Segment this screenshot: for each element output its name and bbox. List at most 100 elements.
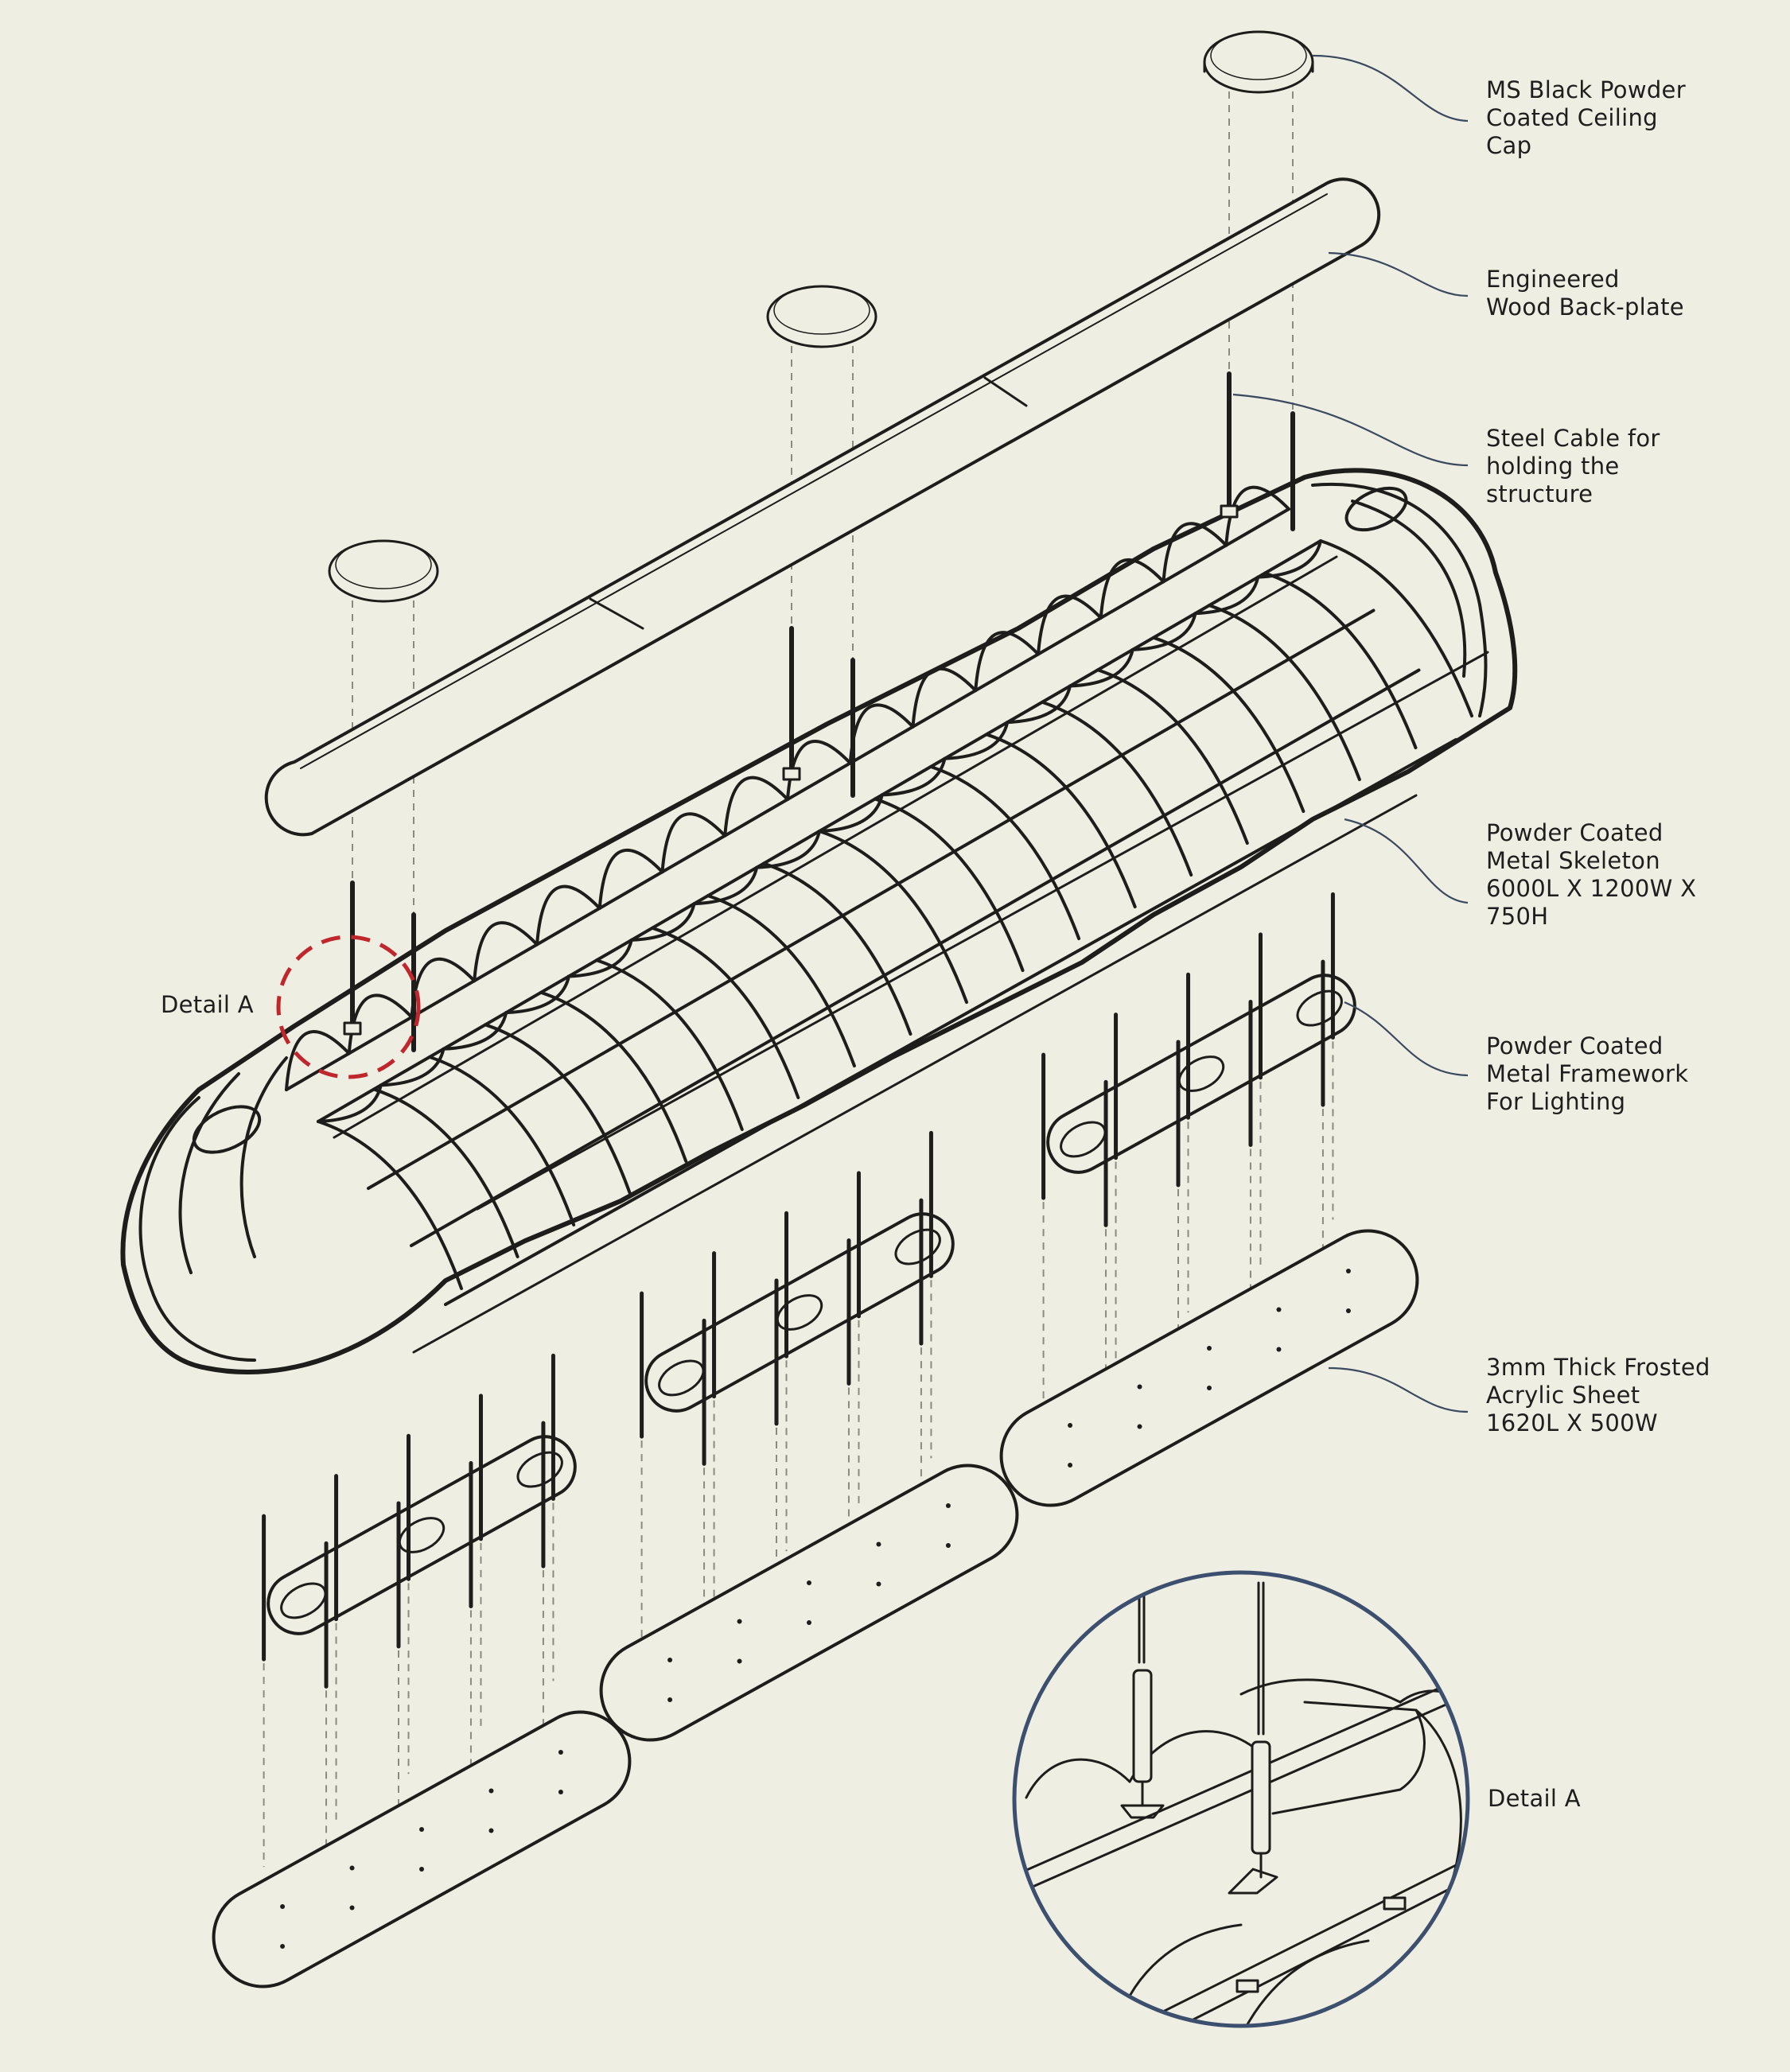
lamp-hole <box>894 1228 941 1265</box>
light-module-left <box>212 1353 632 1988</box>
skeleton-arch <box>974 631 1040 693</box>
sheet-screw-hole <box>1137 1424 1142 1429</box>
wood-back-plate <box>264 177 1381 837</box>
sheet-screw-hole <box>1137 1384 1142 1390</box>
skeleton-arch-lower <box>818 793 884 833</box>
sheet-screw-hole <box>1068 1422 1073 1428</box>
skeleton-rib <box>428 1055 576 1226</box>
skeleton-arch-lower <box>1130 612 1197 651</box>
skeleton-rib <box>1263 571 1418 749</box>
skeleton-arch-lower <box>1256 539 1322 579</box>
sheet-screw-hole <box>807 1580 811 1585</box>
sheet-screw-hole <box>1276 1347 1282 1352</box>
skeleton-rib <box>595 958 744 1131</box>
ceiling-cap-right <box>1203 30 1314 94</box>
skeleton-arch-lower <box>880 756 947 797</box>
metal-skeleton <box>120 468 1518 1375</box>
lamp-hole <box>1177 1055 1225 1092</box>
sheet-screw-hole <box>1345 1308 1351 1314</box>
skeleton-rib <box>985 733 1137 908</box>
light-module-middle <box>599 1130 1019 1742</box>
skeleton-arch-lower <box>755 830 821 869</box>
skeleton-rib <box>539 990 688 1163</box>
label-acrylic-sheet: 3mm Thick Frosted Acrylic Sheet 1620L X … <box>1486 1354 1710 1436</box>
skeleton-rib <box>1041 700 1193 877</box>
sheet-screw-hole <box>945 1503 951 1509</box>
sheet-screw-hole <box>667 1657 673 1662</box>
sheet-screw-hole <box>1276 1307 1282 1312</box>
sheet-screw-hole <box>1345 1269 1351 1274</box>
skeleton-arch <box>660 812 727 874</box>
acrylic-sheet <box>999 1229 1419 1507</box>
skeleton-rib <box>372 1087 519 1258</box>
sheet-screw-hole <box>558 1790 563 1795</box>
sheet-screw-hole <box>349 1865 355 1871</box>
detail-a-view <box>1012 1570 1470 2028</box>
lamp-hole <box>1296 989 1343 1027</box>
sheet-screw-hole <box>876 1581 881 1587</box>
skeleton-arch <box>1224 485 1290 547</box>
skeleton-arch-lower <box>379 1047 446 1087</box>
sheet-screw-hole <box>488 1828 494 1833</box>
lamp-hole <box>516 1451 563 1488</box>
label-detail-a-view: Detail A <box>1488 1785 1581 1812</box>
sheet-screw-hole <box>807 1620 811 1625</box>
sheet-screw-hole <box>349 1905 355 1911</box>
label-detail-a-marker[interactable]: Detail A <box>161 991 254 1018</box>
skeleton-arch <box>723 776 789 838</box>
skeleton-rib <box>706 894 856 1067</box>
lamp-hole <box>776 1294 823 1331</box>
sheet-screw-hole <box>488 1788 494 1794</box>
label-ceiling-cap: MS Black Powder Coated Ceiling Cap <box>1486 76 1686 159</box>
skeleton-arch-lower <box>317 1083 383 1123</box>
ceiling-cap-middle <box>766 285 877 348</box>
leader-lines <box>1232 54 1469 1413</box>
sheet-screw-hole <box>945 1543 951 1549</box>
skeleton-rib <box>818 830 968 1004</box>
label-steel-cable: Steel Cable for holding the structure <box>1486 425 1660 507</box>
label-back-plate: Engineered Wood Back-plate <box>1486 266 1684 321</box>
skeleton-arch-lower <box>504 974 570 1015</box>
skeleton-arch <box>911 667 978 729</box>
skeleton-rib <box>484 1023 632 1195</box>
detail-a-marker[interactable] <box>276 935 421 1079</box>
skeleton-arch-lower <box>629 902 696 942</box>
steel-cables <box>350 371 1295 1052</box>
skeleton-contour <box>367 608 1376 1190</box>
skeleton-arch-lower <box>692 865 759 906</box>
lighting-frame-plate <box>644 1212 955 1413</box>
skeleton-rib <box>1319 539 1473 717</box>
skeleton-arch-lower <box>1193 575 1260 616</box>
skeleton-rib <box>1096 668 1249 845</box>
skeleton-rib <box>317 1120 463 1290</box>
skeleton-rib <box>1152 636 1306 813</box>
ceiling-cap-left <box>328 539 439 603</box>
acrylic-sheet <box>599 1464 1019 1742</box>
skeleton-arch-lower <box>567 938 633 978</box>
skeleton-arch-lower <box>943 721 1010 760</box>
skeleton-arch-lower <box>1068 647 1134 688</box>
lamp-hole <box>398 1517 446 1553</box>
label-metal-skeleton: Powder Coated Metal Skeleton 6000L X 120… <box>1486 819 1697 930</box>
sheet-screw-hole <box>419 1867 424 1872</box>
label-lighting-framework: Powder Coated Metal Framework For Lighti… <box>1486 1032 1689 1115</box>
acrylic-sheet <box>212 1710 632 1988</box>
skeleton-rib <box>651 926 800 1099</box>
skeleton-arch <box>1099 558 1165 620</box>
lighting-frame-plate <box>267 1435 577 1635</box>
sheet-screw-hole <box>419 1827 424 1832</box>
skeleton-arch <box>597 848 664 910</box>
sheet-screw-hole <box>280 1903 286 1909</box>
sheet-screw-hole <box>280 1943 286 1949</box>
sheet-screw-hole <box>737 1619 742 1624</box>
skeleton-arch <box>473 921 539 983</box>
skeleton-arch <box>1162 522 1228 584</box>
skeleton-rib <box>929 764 1081 940</box>
sheet-screw-hole <box>737 1658 742 1664</box>
skeleton-arch <box>535 884 601 947</box>
skeleton-rib <box>762 861 913 1036</box>
sheet-screw-hole <box>1207 1386 1212 1390</box>
skeleton-contour <box>410 668 1421 1247</box>
sheet-screw-hole <box>667 1697 673 1702</box>
